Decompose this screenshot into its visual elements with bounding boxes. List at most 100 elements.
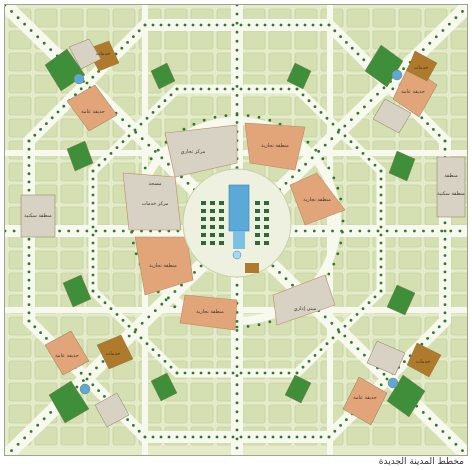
tree (337, 128, 341, 132)
residential-block (8, 96, 32, 116)
tree (235, 356, 239, 359)
residential-block (398, 30, 422, 50)
tree (173, 305, 177, 309)
facility-br-green (386, 374, 426, 418)
tree (85, 81, 89, 85)
tree (385, 377, 389, 381)
tree (223, 87, 227, 91)
residential-block (34, 162, 58, 182)
tree (314, 148, 318, 152)
central-building (264, 233, 269, 237)
tree (331, 122, 335, 126)
tree (235, 75, 239, 79)
residential-block (8, 360, 32, 380)
tree (42, 41, 46, 45)
tree (235, 329, 239, 332)
sector-neutral-top-left (164, 124, 238, 178)
tree (91, 177, 95, 181)
tree (350, 46, 354, 50)
tree (235, 383, 239, 387)
central-building (210, 217, 215, 221)
tree (339, 197, 343, 201)
tree (403, 229, 407, 233)
central-building (219, 217, 224, 221)
tree (271, 435, 275, 439)
tree (139, 336, 143, 340)
facility-br-water (387, 377, 399, 389)
tree (297, 169, 301, 172)
tree (356, 347, 360, 351)
facility-bl-service (96, 334, 134, 370)
tree (332, 262, 336, 266)
tree (191, 435, 195, 439)
label-ring-commercial-4: منطقة تجارية (196, 309, 224, 315)
tree (323, 143, 327, 147)
tree (339, 424, 342, 427)
tree (443, 237, 447, 241)
tree (461, 449, 464, 452)
facility-br-neutral (366, 340, 406, 376)
residential-block (60, 206, 84, 226)
central-building (264, 201, 269, 205)
tree (79, 371, 83, 375)
residential-block (450, 250, 467, 270)
tree (379, 257, 383, 261)
tree (355, 146, 359, 150)
residential-block (450, 316, 467, 336)
residential-block (242, 338, 266, 358)
label-side-left-a: منطقة سكنية (24, 213, 52, 219)
tree (443, 262, 447, 266)
tree (443, 286, 447, 290)
tree (319, 111, 323, 114)
label-corner-bl-b: حديقة عامة (55, 353, 79, 359)
residential-block (346, 74, 370, 94)
facility-tl-service (86, 40, 120, 72)
tree (235, 94, 239, 97)
tree (319, 435, 323, 439)
tree (27, 246, 31, 249)
label-ring-commercial-1: منطقة تجارية (261, 143, 289, 149)
sector-commercial-left (134, 236, 194, 296)
residential-block (372, 30, 396, 50)
tree (440, 229, 444, 233)
tree (287, 87, 291, 91)
tree (91, 241, 95, 245)
tree (223, 371, 227, 375)
residential-block (294, 250, 318, 270)
tree (91, 281, 95, 285)
tree (175, 435, 179, 439)
tree (323, 315, 327, 319)
tree (295, 23, 299, 27)
residential-block (8, 338, 32, 358)
central-building (201, 225, 206, 229)
tree (191, 87, 195, 91)
residential-block (60, 426, 84, 446)
tree (385, 229, 389, 233)
tree (16, 16, 20, 20)
residential-block (450, 118, 467, 138)
tree (235, 30, 239, 34)
residential-block (112, 272, 136, 292)
central-building (210, 225, 215, 229)
tree (145, 116, 149, 120)
tree (27, 311, 31, 315)
tree (91, 249, 95, 253)
residential-block (8, 404, 32, 424)
tree (313, 105, 317, 108)
tree (88, 372, 92, 376)
tree (50, 116, 54, 120)
tree (341, 230, 344, 234)
tree (180, 175, 183, 179)
tree (263, 435, 267, 439)
tree (151, 23, 155, 27)
residential-block (398, 426, 422, 446)
tree (121, 118, 124, 121)
tree (137, 429, 141, 433)
tree (147, 143, 151, 147)
tree (310, 156, 314, 160)
tree (330, 137, 334, 141)
facility-tr-green (364, 44, 404, 88)
tree (349, 140, 353, 144)
tree (94, 229, 98, 233)
central-building (219, 209, 224, 213)
